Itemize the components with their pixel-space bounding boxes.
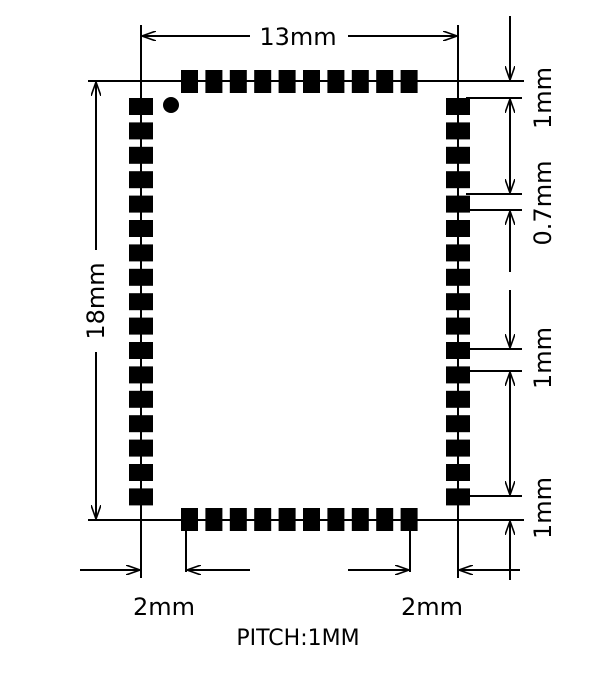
pin1-marker <box>163 97 179 113</box>
bottom-left-label: 2mm <box>133 593 195 621</box>
right-pitch-label: 0.7mm <box>529 161 557 246</box>
height-label: 18mm <box>82 262 110 339</box>
bottom-right-label: 2mm <box>401 593 463 621</box>
right-mid-label: 1mm <box>529 327 557 389</box>
width-label: 13mm <box>259 23 336 51</box>
module-outline <box>140 80 459 521</box>
extension-lines <box>88 25 524 578</box>
pitch-label: PITCH:1MM <box>236 626 359 651</box>
right-bottom-label: 1mm <box>529 477 557 539</box>
right-top-label: 1mm <box>529 67 557 129</box>
